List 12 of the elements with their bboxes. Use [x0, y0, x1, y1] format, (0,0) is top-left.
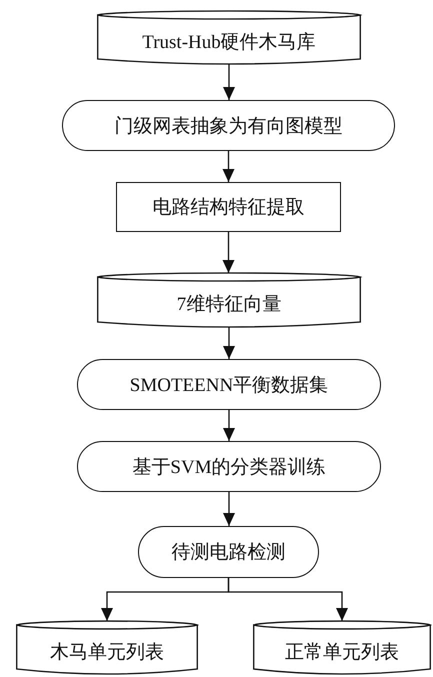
arrow	[223, 410, 235, 441]
terminal-shape: 基于SVM的分类器训练	[77, 441, 381, 492]
process-box: 电路结构特征提取	[116, 182, 341, 232]
arrow	[222, 232, 234, 273]
arrow	[228, 578, 348, 621]
terminal-shape: 门级网表抽象为有向图模型	[62, 100, 395, 151]
arrow	[223, 492, 235, 526]
arrow	[223, 64, 235, 100]
terminal-shape: 待测电路检测	[138, 526, 319, 578]
arrow	[223, 327, 235, 359]
arrow	[222, 151, 234, 182]
terminal-shape: SMOTEENN平衡数据集	[77, 359, 381, 410]
